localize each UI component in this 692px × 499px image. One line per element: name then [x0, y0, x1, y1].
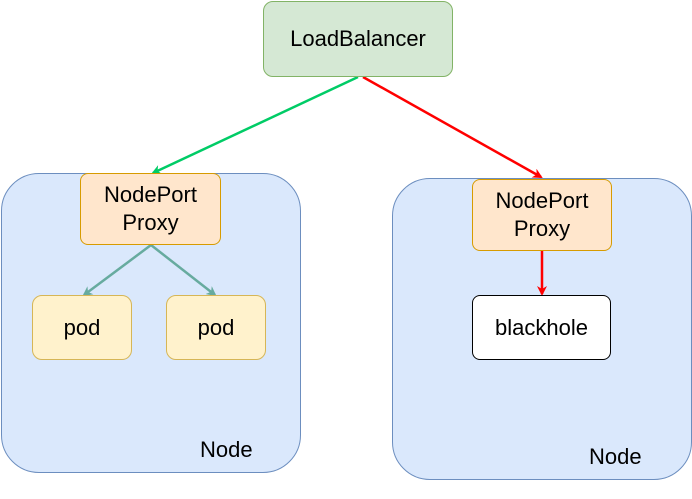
right-nodeport-proxy-box[interactable]: NodePort Proxy [472, 179, 612, 251]
lb-to-right-proxy-edge [362, 75, 543, 179]
pod-label-2: pod [197, 314, 235, 340]
pod-box-2[interactable]: pod [166, 295, 266, 360]
blackhole-label: blackhole [495, 314, 588, 340]
left-nodeport-proxy-box[interactable]: NodePort Proxy [80, 173, 221, 245]
right-proxy-label-line1: NodePort [495, 188, 589, 213]
blackhole-box[interactable]: blackhole [472, 295, 611, 360]
load-balancer-label: LoadBalancer [290, 26, 426, 51]
left-proxy-label-line2: Proxy [122, 210, 179, 235]
right-node-label: Node [589, 444, 642, 469]
left-proxy-label-line1: NodePort [104, 182, 197, 207]
lb-to-left-proxy-edge [151, 75, 359, 175]
pod-box-1[interactable]: pod [32, 295, 132, 360]
load-balancer-box[interactable]: LoadBalancer [263, 1, 453, 77]
pod-label-1: pod [63, 314, 101, 340]
left-node-label: Node [200, 437, 253, 462]
right-proxy-label-line2: Proxy [513, 216, 571, 241]
